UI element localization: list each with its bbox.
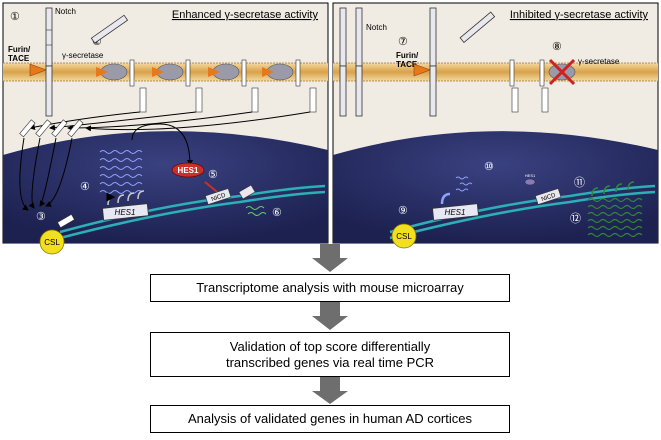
workflow-step-validation: Validation of top score differentially t… <box>150 332 510 377</box>
notch-label-left: Notch <box>55 7 76 16</box>
flow-arrow-1 <box>312 244 348 272</box>
svg-text:HES1: HES1 <box>445 208 466 217</box>
hes1-protein-right <box>524 178 536 186</box>
hes1-mrna-left <box>99 150 143 194</box>
hes1-gene-left <box>102 203 149 221</box>
left-step-1: ① <box>10 11 20 23</box>
right-step-8: ⑧ <box>552 41 562 53</box>
furin-tace-left <box>29 63 47 77</box>
svg-text:HES1: HES1 <box>178 166 199 175</box>
svg-text:HES1: HES1 <box>525 173 536 178</box>
svg-text:CSL: CSL <box>396 232 412 241</box>
flow-arrow-2 <box>312 302 348 330</box>
left-step-3: ③ <box>36 211 46 223</box>
right-panel-title: Inhibited γ-secretase activity <box>510 9 649 21</box>
right-step-12: ⑫ <box>570 212 581 225</box>
nicd-dna-left <box>204 188 232 205</box>
right-step-11: ⑪ <box>574 176 585 189</box>
inhibition-cross-icon <box>548 58 576 86</box>
furin-label-left: Furin/ <box>8 45 31 54</box>
left-nucleus <box>3 131 328 243</box>
right-step-9: ⑨ <box>398 205 408 217</box>
furin-label-right: Furin/ <box>396 51 419 60</box>
flow-arrow-3 <box>312 377 348 404</box>
hes1-protein-left <box>171 162 205 178</box>
right-panel: Inhibited γ-secretase activity Notch ⑦ F… <box>332 2 659 249</box>
target-mrna-left <box>245 206 267 216</box>
svg-text:TACE: TACE <box>8 54 30 63</box>
left-step-4: ④ <box>80 181 90 193</box>
csl-right <box>391 223 417 249</box>
right-step-10: ⑩ <box>484 161 494 173</box>
transcription-arrows-right <box>591 181 635 197</box>
transcription-arrow-right <box>440 192 451 205</box>
nicd-membrane-right <box>509 59 549 113</box>
target-mrna-right <box>587 197 643 238</box>
left-panel: Enhanced γ-secretase activity ① Notch Fu… <box>2 2 329 255</box>
left-step-5: ⑤ <box>208 169 218 181</box>
svg-text:HES1: HES1 <box>115 208 136 217</box>
notch-label-right: Notch <box>366 23 387 32</box>
nicd-fragments-left <box>129 59 317 113</box>
workflow-step-human-analysis: Analysis of validated genes in human AD … <box>150 405 510 433</box>
workflow-step-microarray: Transcriptome analysis with mouse microa… <box>150 274 510 302</box>
left-step-6: ⑥ <box>272 207 282 219</box>
gamma-secretase-complexes-left <box>96 63 294 81</box>
cleaved-ectodomain-right <box>459 11 496 43</box>
right-step-7: ⑦ <box>398 36 408 48</box>
csl-left <box>39 229 65 255</box>
svg-text:NICD: NICD <box>541 193 557 203</box>
transcription-arrows-left <box>106 190 145 206</box>
svg-text:NICD: NICD <box>211 193 227 203</box>
nicd-dna-right <box>534 188 562 205</box>
hes1-gene-right <box>432 203 479 221</box>
notch-receptors-right <box>339 7 437 117</box>
notch-receptor-left <box>45 7 53 117</box>
gamma-secretase-label-right: γ-secretase <box>578 57 620 66</box>
svg-text:TACE: TACE <box>396 60 418 69</box>
left-panel-title: Enhanced γ-secretase activity <box>172 9 319 21</box>
gamma-secretase-label-left: γ-secretase <box>62 51 104 60</box>
furin-tace-right <box>413 63 431 77</box>
nicd-cytoplasm-left <box>19 119 84 138</box>
svg-text:CSL: CSL <box>44 238 60 247</box>
nicd-translocation-arrows-left <box>19 111 311 211</box>
hes1-mrna-right <box>455 176 473 192</box>
flow-arrows <box>312 244 348 404</box>
cleaved-ectodomain-left <box>90 14 129 44</box>
right-nucleus <box>333 131 658 243</box>
